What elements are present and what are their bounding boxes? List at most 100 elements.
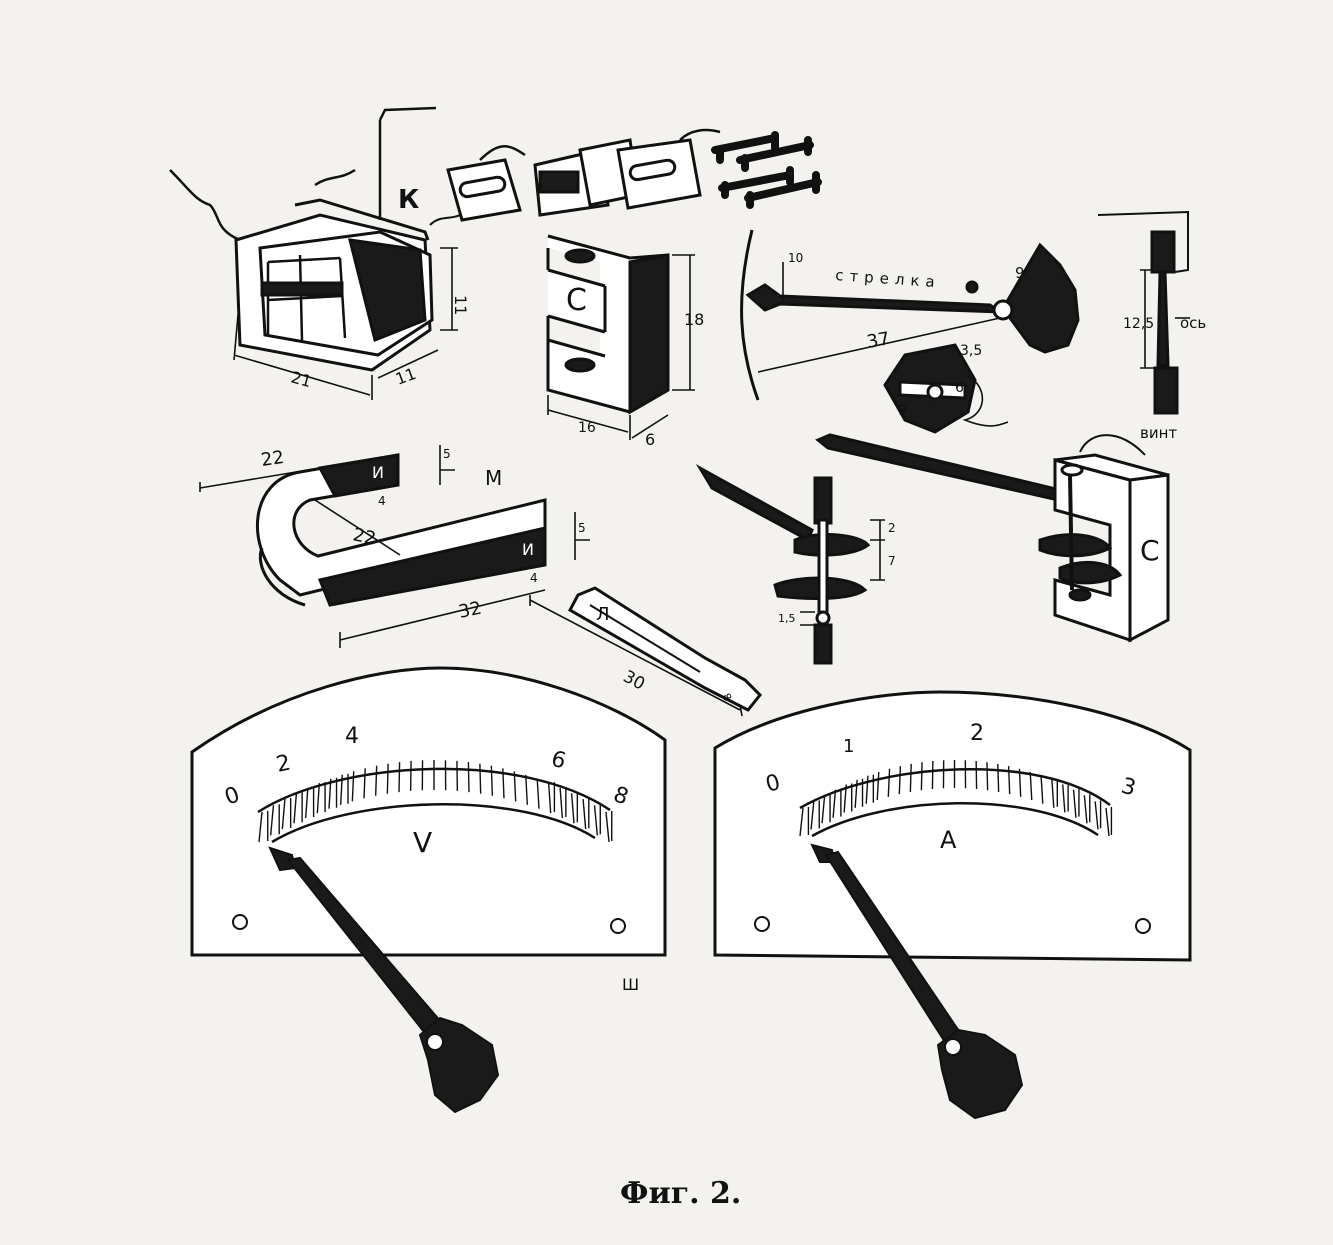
spring-top-screw (813, 476, 833, 525)
coil-dim-depth-label: 11 (393, 364, 419, 389)
coil-pointer-line (429, 214, 461, 226)
scale-tick (570, 793, 575, 824)
scale-tick (467, 762, 470, 793)
magnet-dim-4: 22 (351, 524, 378, 549)
voltmeter-tick-4: 4 (345, 724, 359, 749)
coil-flange-back (294, 198, 430, 241)
scale-tick (363, 768, 366, 799)
coil-winding-body (348, 238, 427, 343)
spring-needle (695, 463, 814, 543)
axle-shaft (1156, 270, 1170, 367)
coil-dim-height (440, 247, 458, 331)
coil-lead-wire (169, 169, 241, 242)
counterweight-dim-3: 9 (898, 403, 907, 419)
assembled-frame (815, 433, 1170, 643)
magnet-dim-5: 5 (578, 521, 586, 535)
ammeter-needle-pivot (944, 1038, 962, 1056)
ammeter-tick-1: 1 (843, 736, 854, 757)
assembled-needle (815, 433, 1062, 502)
pointer-arc (740, 229, 760, 401)
assembled-frame-label: С (1140, 534, 1160, 567)
frame-dim-depth-label: 6 (645, 430, 655, 449)
pointer-label: стрелка (835, 266, 942, 291)
spring-dim-3: 1,5 (778, 612, 796, 625)
spring-dim-small (800, 611, 815, 626)
axle-detail (1097, 210, 1190, 415)
voltmeter-symbol: V (413, 826, 432, 859)
assembled-frame-top (1054, 453, 1169, 482)
voltmeter-needle-weight (418, 1016, 500, 1114)
scale-tick (1072, 789, 1077, 818)
voltmeter-tick-2: 2 (274, 751, 293, 778)
scale-tick (479, 763, 482, 794)
assembled-hole-top (1060, 463, 1084, 477)
coil-exploded-parts (446, 128, 721, 222)
frame-c-side (628, 253, 670, 415)
pointer-pivot (992, 299, 1014, 321)
core-block-a-fill (538, 170, 580, 194)
ammeter-scale-inner (811, 802, 1099, 838)
scale-tick (502, 768, 505, 799)
pointer-counterweight (1003, 242, 1080, 354)
scale-tick (281, 798, 286, 830)
pointer-detail (740, 229, 1080, 401)
frame-dim-height (672, 254, 695, 391)
plate-body (567, 586, 763, 712)
scale-tick (1029, 771, 1033, 801)
coil-dim-width-label: 21 (289, 368, 314, 392)
scale-tick (898, 766, 902, 795)
counterweight-dim-2: 6 (955, 380, 964, 396)
scale-tick (1051, 779, 1055, 808)
scale-tick (536, 778, 540, 809)
frame-dim-depth (631, 414, 669, 439)
plate-dim (529, 595, 743, 717)
plate-label: Л (596, 604, 610, 625)
magnet-dim-3: 4 (378, 494, 386, 508)
magnet-pole-bottom: И (522, 540, 534, 559)
magnet-dim-1: 22 (260, 447, 286, 471)
axle-screw-label: винт (1140, 424, 1177, 442)
pointer-needle (745, 283, 1006, 314)
scale-tick (821, 795, 826, 824)
assembled-axle (1068, 474, 1074, 591)
scale-tick (328, 778, 332, 809)
coil-k (169, 106, 461, 400)
scale-tick (351, 771, 355, 802)
magnet-dim-2: 5 (443, 447, 451, 461)
scale-tick (339, 774, 343, 805)
parts-wire (479, 128, 721, 161)
frame-c (546, 234, 695, 440)
scale-tick (1040, 775, 1044, 804)
scale-tick (887, 768, 891, 797)
scale-tick (832, 789, 837, 818)
spring-dim (870, 519, 885, 581)
spring-bead (815, 610, 831, 626)
scale-tick (1062, 784, 1066, 813)
scale-tick (854, 779, 858, 808)
voltmeter-face (190, 666, 667, 957)
scale-tick (258, 811, 263, 843)
magnet-body (256, 453, 547, 597)
axle-dim (1140, 269, 1155, 369)
scale-tick (920, 762, 923, 791)
magnet-dim-6: 4 (530, 571, 538, 585)
voltmeter-needle-pivot (426, 1033, 444, 1051)
ammeter-scale-ticks (799, 760, 1113, 837)
plate-inner-line (589, 604, 701, 673)
counterweight-hole (926, 383, 944, 401)
scale-tick (582, 798, 587, 830)
voltmeter-screw-left (232, 914, 248, 930)
scale-tick (986, 762, 989, 791)
magnet-pole-top: И (372, 463, 384, 482)
magnet-dim-bottom (339, 589, 546, 648)
scale-tick (865, 775, 869, 804)
scale-tick (559, 787, 564, 819)
scale-tick (525, 774, 529, 805)
pointer-dim-9-label: 9 (1015, 264, 1025, 282)
magnet-label: М (485, 466, 502, 490)
scale-tick (593, 805, 599, 836)
staple-2 (736, 136, 814, 172)
voltmeter-dial (190, 666, 667, 957)
voltmeter-needle (268, 846, 500, 1114)
